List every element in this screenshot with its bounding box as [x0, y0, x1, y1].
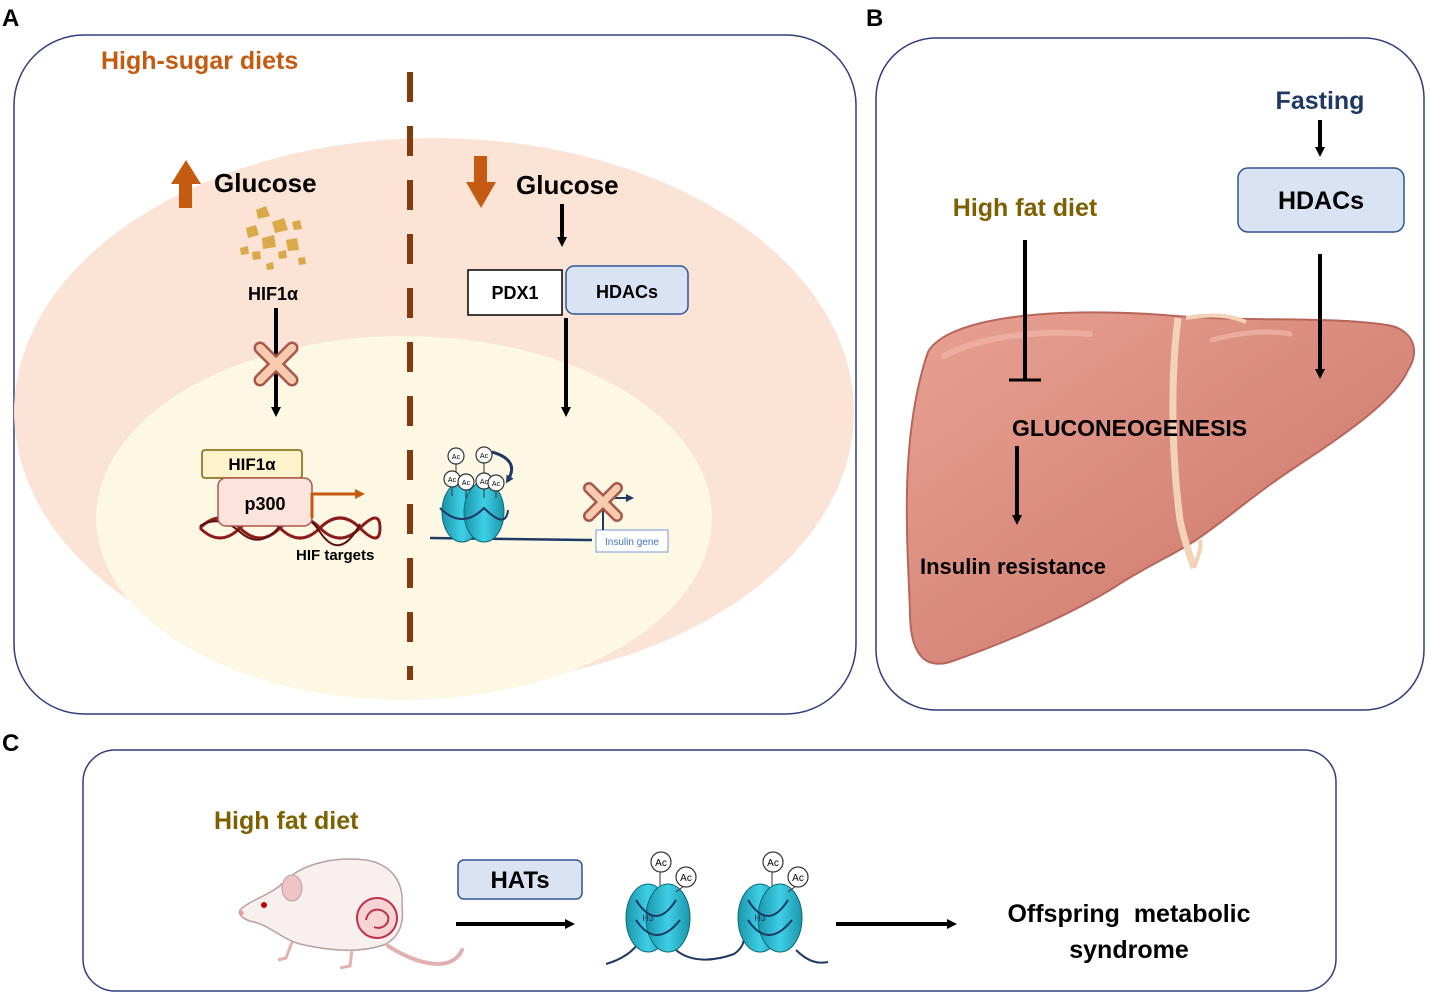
insulin-gene-label: Insulin gene	[605, 537, 659, 548]
ac-label-c1: Ac	[655, 858, 667, 869]
h3-label-2: H3	[754, 913, 766, 923]
high-fat-label-b: High fat diet	[953, 194, 1098, 222]
hdacs-label-b: HDACs	[1278, 187, 1364, 215]
gluconeogenesis-label: GLUCONEOGENESIS	[1012, 415, 1247, 441]
transcription-arrow	[310, 489, 365, 518]
liver-icon	[905, 311, 1416, 665]
arrow-down-icon	[466, 156, 496, 208]
panel-a-letter: A	[2, 5, 19, 32]
cross-mark-icon	[253, 341, 299, 387]
acetyl-removal-arrow	[491, 450, 514, 484]
cell-nucleus	[96, 336, 712, 700]
nucleosome-icon: H3 Ac Ac	[733, 851, 829, 964]
right-glucose-label: Glucose	[516, 170, 619, 200]
pdx1-box	[467, 269, 563, 316]
panel-c-letter: C	[2, 730, 19, 757]
arrow-up-icon	[171, 160, 201, 208]
hats-label: HATs	[490, 867, 549, 894]
h3-label-1: H3	[642, 913, 654, 923]
hdacs-box-b	[1237, 167, 1405, 233]
hif1a-label: HIF1α	[248, 284, 298, 304]
hats-box	[457, 859, 583, 900]
outcome-line-2: syndrome	[1069, 936, 1189, 964]
ac-label-c4: Ac	[792, 873, 804, 884]
cross-mark-icon	[583, 482, 623, 522]
pregnant-mouse-icon	[238, 858, 464, 970]
nucleosome-icon	[429, 481, 586, 543]
hif-targets-label: HIF targets	[296, 547, 374, 564]
ac-label-2: Ac	[448, 477, 457, 484]
p300-label: p300	[244, 494, 285, 514]
nucleosome-icon: H3 Ac Ac	[605, 851, 735, 965]
acetyl-groups: Ac Ac Ac Ac Ac Ac	[443, 446, 505, 498]
hdacs-box-a	[565, 265, 689, 315]
outcome-line-1: Offspring metabolic	[1007, 900, 1250, 928]
ac-label-5: Ac	[480, 479, 489, 486]
ac-label-6: Ac	[492, 481, 501, 488]
insulin-resistance-label: Insulin resistance	[920, 554, 1106, 579]
ac-label-3: Ac	[462, 480, 471, 487]
pdx1-label: PDX1	[491, 283, 538, 303]
insulin-gene-box	[595, 529, 669, 553]
left-glucose-label: Glucose	[214, 168, 317, 198]
panel-a-title: High-sugar diets	[101, 47, 298, 75]
high-fat-label-c: High fat diet	[214, 807, 359, 835]
fasting-label: Fasting	[1276, 87, 1365, 115]
ac-label-1: Ac	[452, 454, 461, 461]
hif1a-box-label: HIF1α	[228, 455, 276, 474]
panel-b-letter: B	[866, 5, 883, 32]
ac-label-c2: Ac	[680, 873, 692, 884]
ac-label-c3: Ac	[767, 858, 779, 869]
ac-label-4: Ac	[480, 453, 489, 460]
glucose-particles-icon	[240, 206, 306, 270]
hdacs-label-a: HDACs	[596, 282, 658, 302]
